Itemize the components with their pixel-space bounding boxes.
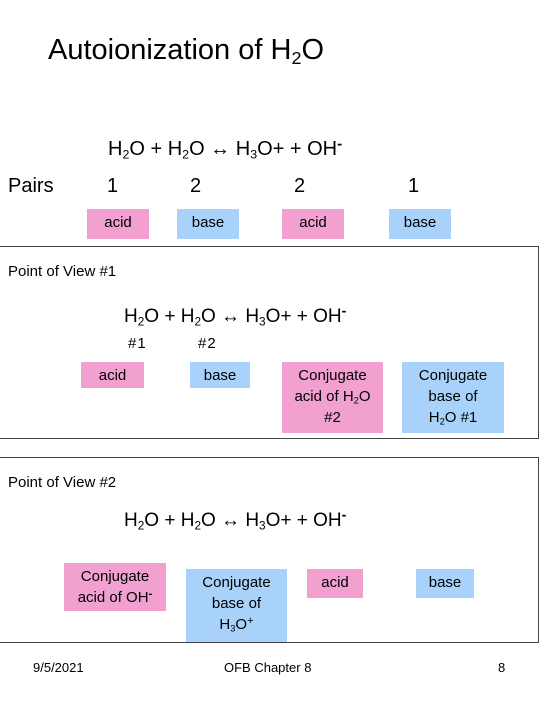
top-acid-box-1: acid xyxy=(87,209,149,239)
pair-number-4: 1 xyxy=(408,175,420,197)
footer-center: OFB Chapter 8 xyxy=(224,660,312,675)
pov1-base-box: base xyxy=(190,362,250,388)
pov1-number-2: #2 xyxy=(198,335,217,352)
pov2-heading: Point of View #2 xyxy=(8,474,117,491)
top-base-box-1: base xyxy=(177,209,239,239)
pov2-conjugate-acid-box: Conjugate acid of OH- xyxy=(64,563,166,611)
pov2-equation: H2O + H2O ↔ H3O+ + OH- xyxy=(124,507,347,533)
pairs-label: Pairs xyxy=(8,175,54,197)
pov1-equation: H2O + H2O ↔ H3O+ + OH- xyxy=(124,303,347,329)
footer-date: 9/5/2021 xyxy=(33,660,84,675)
pair-number-1: 1 xyxy=(107,175,119,197)
pair-number-2: 2 xyxy=(190,175,202,197)
pov1-number-1: #1 xyxy=(128,335,147,352)
page-number: 8 xyxy=(498,660,506,675)
slide-title: Autoionization of H2O xyxy=(48,34,324,69)
top-base-box-2: base xyxy=(389,209,451,239)
pov2-panel xyxy=(0,457,539,643)
top-acid-box-2: acid xyxy=(282,209,344,239)
pov2-acid-box: acid xyxy=(307,569,363,598)
pov2-conjugate-base-box: Conjugate base of H3O+ xyxy=(186,569,287,642)
top-equation: H2O + H2O ↔ H3O+ + OH- xyxy=(108,135,343,162)
pov1-acid-box: acid xyxy=(81,362,144,388)
pair-number-3: 2 xyxy=(294,175,306,197)
pov1-panel xyxy=(0,246,539,439)
pov1-heading: Point of View #1 xyxy=(8,263,117,280)
pov1-conjugate-base-box: Conjugate base of H2O #1 xyxy=(402,362,504,433)
pov2-base-box: base xyxy=(416,569,474,598)
pov1-conjugate-acid-box: Conjugate acid of H2O #2 xyxy=(282,362,383,433)
